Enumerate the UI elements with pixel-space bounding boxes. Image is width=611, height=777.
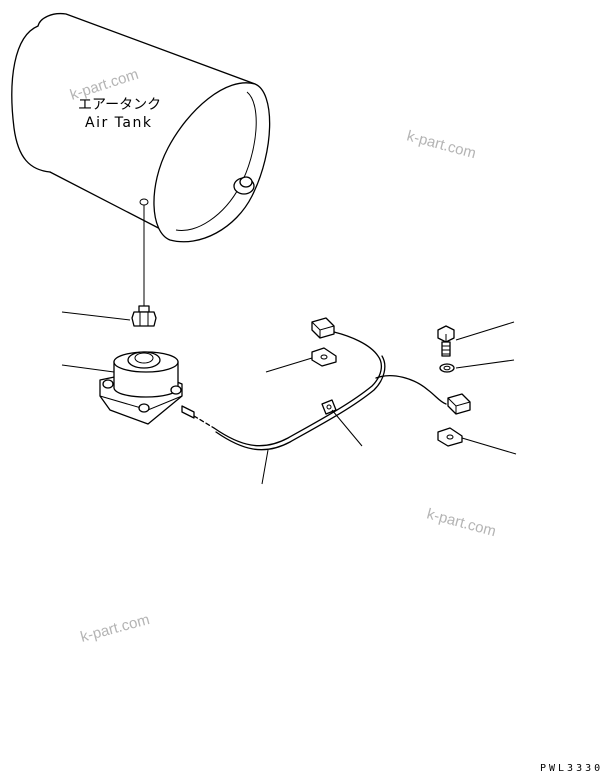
washer [439, 363, 455, 373]
bolt [437, 325, 455, 357]
leader-bracket-left [265, 357, 313, 373]
tank-label-english: Air Tank [85, 115, 152, 131]
leader-bolt [455, 321, 515, 341]
leader-adapter [61, 311, 131, 321]
leader-washer [455, 359, 515, 369]
tank-port [139, 198, 149, 206]
wiring-harness [193, 317, 471, 451]
pressure-switch [99, 351, 195, 425]
watermark: k-part.com [405, 127, 478, 162]
bracket-right [437, 427, 463, 447]
leader-bracket-right [461, 437, 517, 455]
tank-fitting [233, 176, 255, 195]
connector-top [311, 317, 335, 339]
drawing-code: PWL3330 [540, 763, 603, 774]
bracket-left [311, 347, 337, 367]
leader-pressure-switch [61, 364, 115, 373]
leader-harness [261, 449, 269, 485]
tank-label-japanese: エアータンク [78, 97, 161, 113]
watermark: k-part.com [79, 611, 152, 646]
air-tank: エアータンク Air Tank [11, 12, 271, 243]
adapter-fitting [131, 305, 157, 327]
leader-clamp [331, 409, 363, 447]
connector-right [447, 393, 471, 415]
watermark: k-part.com [425, 505, 498, 540]
